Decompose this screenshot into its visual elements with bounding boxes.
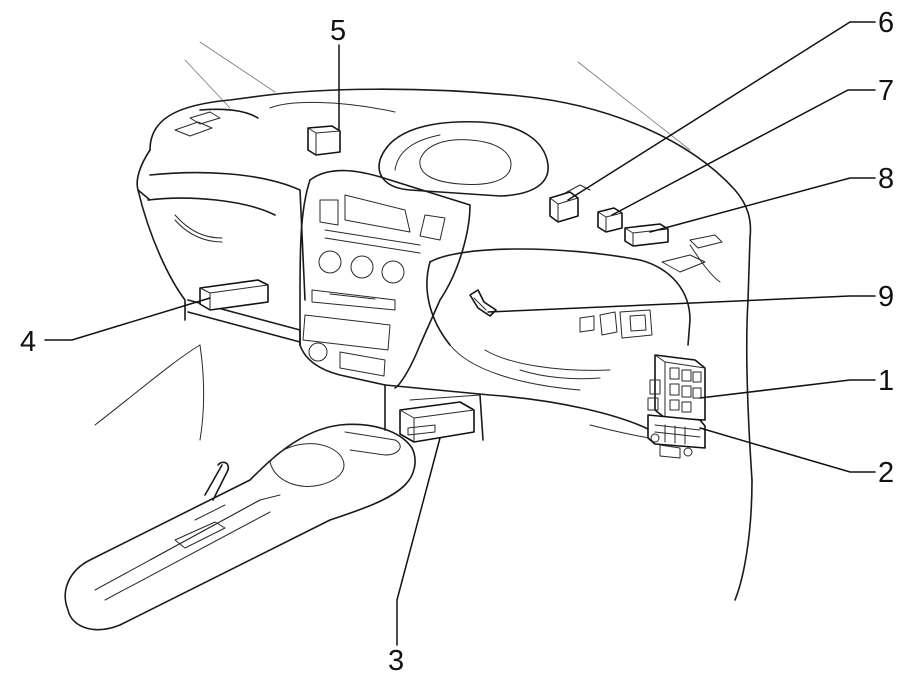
steering-column-area xyxy=(426,234,723,391)
leader-8 xyxy=(649,177,876,233)
center-binnacle xyxy=(378,120,549,197)
left-vents xyxy=(174,111,221,137)
leader-4 xyxy=(44,297,211,341)
callout-8: 8 xyxy=(878,163,894,195)
callout-5: 5 xyxy=(330,15,346,47)
component-9-bracket xyxy=(469,289,497,317)
component-7-box xyxy=(597,207,623,233)
leader-6 xyxy=(567,21,876,201)
callout-7: 7 xyxy=(878,75,894,107)
leader-3 xyxy=(396,437,441,646)
component-8-box xyxy=(624,223,669,247)
callout-labels: 5 6 7 8 9 1 2 4 3 xyxy=(20,7,894,677)
leader-2 xyxy=(699,427,876,473)
callout-4: 4 xyxy=(20,326,36,358)
callout-6: 6 xyxy=(878,7,894,39)
center-stack xyxy=(299,169,471,389)
junction-block xyxy=(647,354,706,421)
relay-block xyxy=(647,414,706,459)
component-3-box xyxy=(399,401,475,443)
callout-9: 9 xyxy=(878,281,894,313)
leader-lines xyxy=(44,21,876,646)
callout-1: 1 xyxy=(878,365,894,397)
component-4-box xyxy=(199,279,269,311)
dashboard-body xyxy=(94,88,753,601)
leader-7 xyxy=(611,89,876,216)
leader-9 xyxy=(487,295,876,313)
callout-3: 3 xyxy=(388,645,404,677)
component-5-box xyxy=(269,101,396,156)
component-6-box xyxy=(549,184,591,223)
leader-1 xyxy=(699,379,876,399)
center-console xyxy=(64,423,416,631)
lower-dash xyxy=(384,384,651,441)
callout-2: 2 xyxy=(878,457,894,489)
